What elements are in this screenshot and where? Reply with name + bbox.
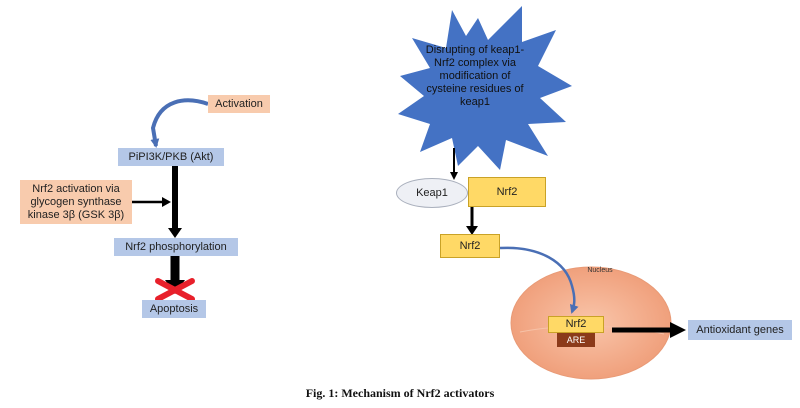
burst-text: Disrupting of keap1-Nrf2 complex via mod…: [425, 44, 525, 108]
nrf2-to-antioxidant-arrowhead: [670, 322, 686, 338]
nrf2-to-nucleus-arrow: [499, 246, 579, 314]
phosphorylation-box: Nrf2 phosphorylation: [114, 238, 238, 256]
nrf2-nucleus-box: Nrf2: [548, 316, 604, 333]
activation-curve-arrow: [150, 98, 209, 148]
akt-to-phospho-arrowhead: [168, 228, 182, 238]
akt-box: PiPI3K/PKB (Akt): [118, 148, 224, 166]
starburst-shape: [398, 6, 572, 170]
gsk-to-axis-arrowhead: [162, 197, 171, 207]
figure-caption: Fig. 1: Mechanism of Nrf2 activators: [305, 386, 495, 400]
activation-label: Activation: [208, 95, 270, 113]
are-box: ARE: [557, 333, 595, 347]
keap1-oval: Keap1: [396, 178, 468, 208]
antioxidant-box: Antioxidant genes: [688, 320, 792, 340]
red-cross-icon: [155, 278, 195, 302]
nrf2-complex-box: Nrf2: [468, 177, 546, 207]
nrf2-free-box: Nrf2: [440, 234, 500, 258]
apoptosis-box: Apoptosis: [142, 300, 206, 318]
nucleus-label: Nucleus: [587, 267, 613, 274]
gsk-box: Nrf2 activation via glycogen synthase ki…: [20, 180, 132, 224]
complex-to-nrf2-arrowhead: [466, 226, 478, 235]
burst-to-keap-arrowhead: [450, 172, 458, 180]
